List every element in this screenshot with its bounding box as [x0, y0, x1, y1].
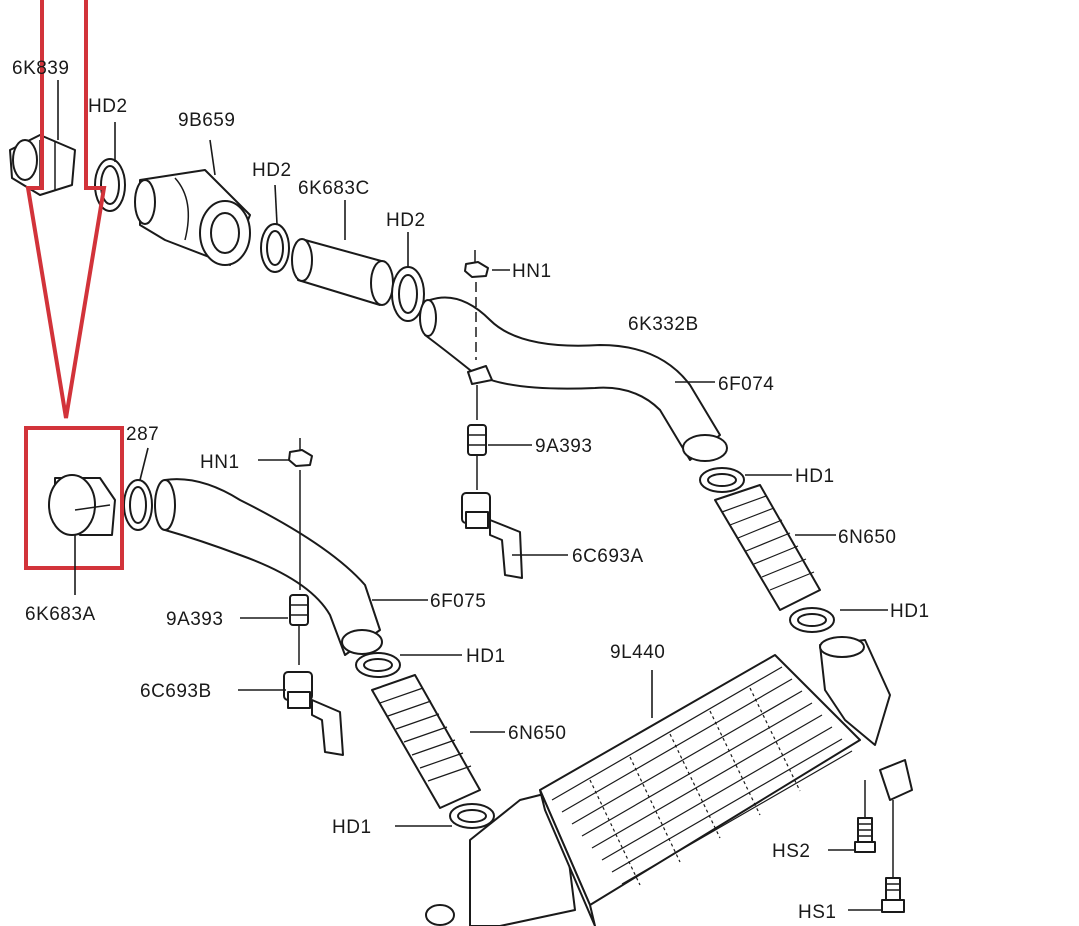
part-6n650-bellows-a [714, 484, 821, 611]
label-hs1: HS1 [798, 902, 836, 923]
part-6f075-hose [154, 478, 383, 656]
part-hd1-clamp-a [699, 467, 745, 493]
part-hd2-clamp-c [391, 266, 425, 322]
label-hd1-c: HD1 [466, 646, 506, 667]
label-287: 287 [126, 424, 159, 445]
label-hs2: HS2 [772, 841, 810, 862]
label-6k839: 6K839 [12, 58, 69, 79]
label-hd2-b: HD2 [252, 160, 292, 181]
part-6k683c-tube [291, 238, 394, 306]
part-hd2-clamp-b [260, 223, 290, 273]
part-intercooler-outlet-pipe [819, 636, 891, 746]
part-9a393-sensor-a [467, 385, 487, 490]
part-6n650-bellows-b [371, 674, 481, 809]
intercooler-fins [551, 666, 853, 886]
part-hs1-bolt [879, 759, 913, 913]
part-287-clamp [123, 479, 153, 531]
label-hd2-a: HD2 [88, 96, 128, 117]
label-6n650-b: 6N650 [508, 723, 567, 744]
part-hd1-clamp-b [789, 607, 835, 633]
part-hd1-clamp-d [449, 803, 495, 829]
label-9l440: 9L440 [610, 642, 665, 663]
label-9a393-b: 9A393 [166, 609, 223, 630]
label-hd1-b: HD1 [890, 601, 930, 622]
label-6f075: 6F075 [430, 591, 486, 612]
part-hn1-nut-b [288, 438, 313, 590]
label-6n650-a: 6N650 [838, 527, 897, 548]
part-hs2-bolt [854, 780, 876, 853]
part-intercooler-inlet-pipe [425, 789, 576, 926]
label-hd1-a: HD1 [795, 466, 835, 487]
label-9b659: 9B659 [178, 110, 235, 131]
label-6c693a: 6C693A [572, 546, 644, 567]
part-9b659-resonator [134, 169, 251, 266]
part-labels: 6K839 HD2 9B659 HD2 6K683C HD2 HN1 6K332… [12, 58, 930, 923]
label-hn1-a: HN1 [512, 261, 552, 282]
part-9a393-sensor-b [289, 594, 309, 665]
part-hn1-nut-a [464, 250, 493, 385]
highlight-arrow [25, 0, 107, 419]
label-6k683c: 6K683C [298, 178, 370, 199]
label-6k332b: 6K332B [628, 314, 699, 335]
part-6c693a-sensor [461, 492, 523, 579]
part-hd1-clamp-c [355, 652, 401, 678]
part-9l440-intercooler [539, 654, 861, 926]
label-6c693b: 6C693B [140, 681, 212, 702]
label-6k683a: 6K683A [25, 604, 96, 625]
label-hn1-b: HN1 [200, 452, 240, 473]
highlight-box [24, 426, 124, 570]
label-9a393-a: 9A393 [535, 436, 592, 457]
part-6c693b-sensor [283, 671, 344, 756]
label-hd2-c: HD2 [386, 210, 426, 231]
leader-lines [57, 80, 888, 911]
label-hd1-d: HD1 [332, 817, 372, 838]
label-6f074: 6F074 [718, 374, 774, 395]
part-6k683a-elbow [48, 474, 116, 536]
